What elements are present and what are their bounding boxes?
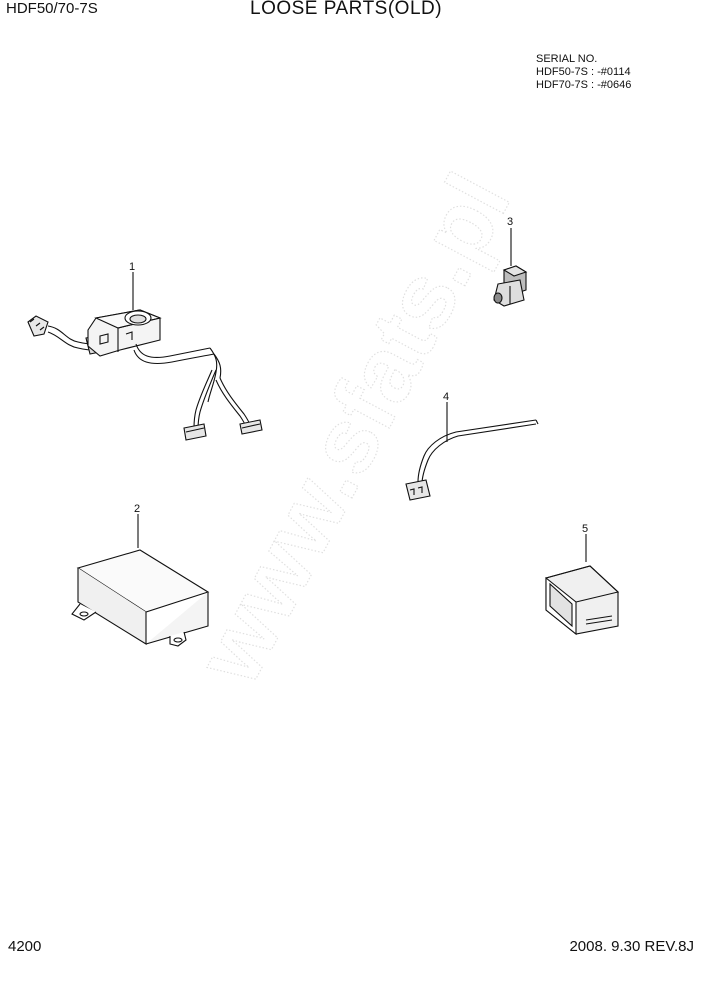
part-1-key-switch-harness <box>27 272 263 441</box>
part-4-connector <box>405 479 431 501</box>
serial-number-block: SERIAL NO. HDF50-7S : -#0114 HDF70-7S : … <box>536 53 631 92</box>
revision-date: 2008. 9.30 REV.8J <box>569 938 694 955</box>
part-3-sensor <box>493 228 528 307</box>
page-title: LOOSE PARTS(OLD) <box>250 0 443 19</box>
part-1-callout: 1 <box>129 261 135 273</box>
page-number: 4200 <box>8 938 42 955</box>
part-5-bezel <box>545 534 620 636</box>
serial-heading: SERIAL NO. <box>536 53 598 65</box>
serial-line-hdf70: HDF70-7S : -#0646 <box>536 79 632 91</box>
part-1-connector-a <box>183 423 207 441</box>
part-2-control-box <box>71 514 210 647</box>
model-name: HDF50/70-7S <box>6 0 98 17</box>
part-5-callout: 5 <box>582 523 588 535</box>
part-3-callout: 3 <box>507 216 513 228</box>
part-1-plug <box>27 315 49 337</box>
part-1-connector-b <box>239 419 263 435</box>
part-4-sensor-cable <box>405 402 539 501</box>
serial-line-hdf50: HDF50-7S : -#0114 <box>536 66 631 78</box>
part-4-callout: 4 <box>443 391 449 403</box>
part-2-callout: 2 <box>134 503 140 515</box>
